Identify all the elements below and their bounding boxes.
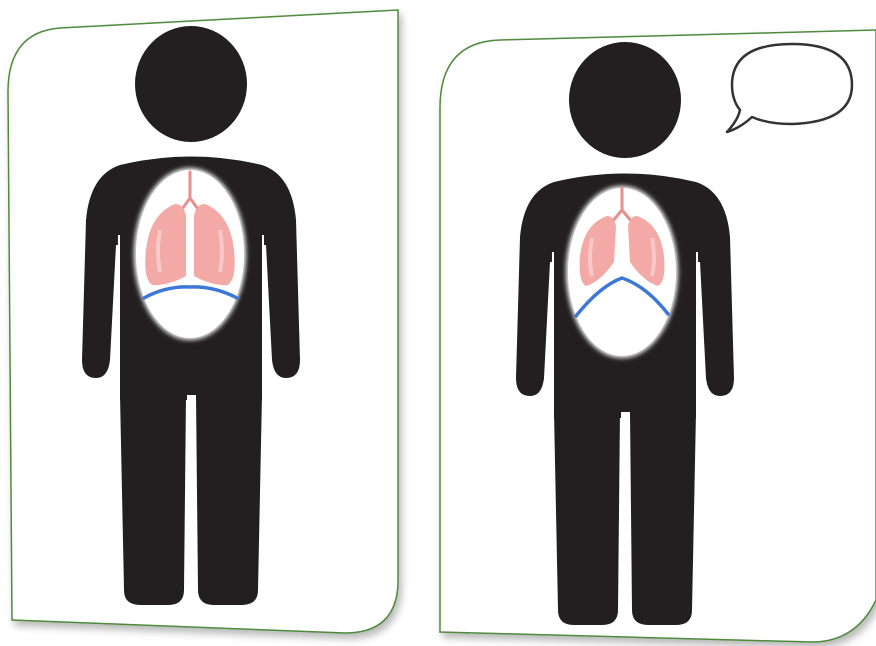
left-leg (120, 395, 186, 605)
leg-gap (187, 395, 196, 610)
right-arm-gap (262, 235, 264, 380)
right-leg (630, 412, 696, 625)
head (569, 42, 681, 158)
left-leg (554, 412, 620, 625)
head (135, 26, 247, 142)
panel-speaking (440, 30, 876, 642)
panel-relaxed (8, 10, 398, 633)
leg-gap (621, 412, 630, 630)
right-leg (196, 395, 262, 605)
right-arm-gap (696, 252, 698, 398)
